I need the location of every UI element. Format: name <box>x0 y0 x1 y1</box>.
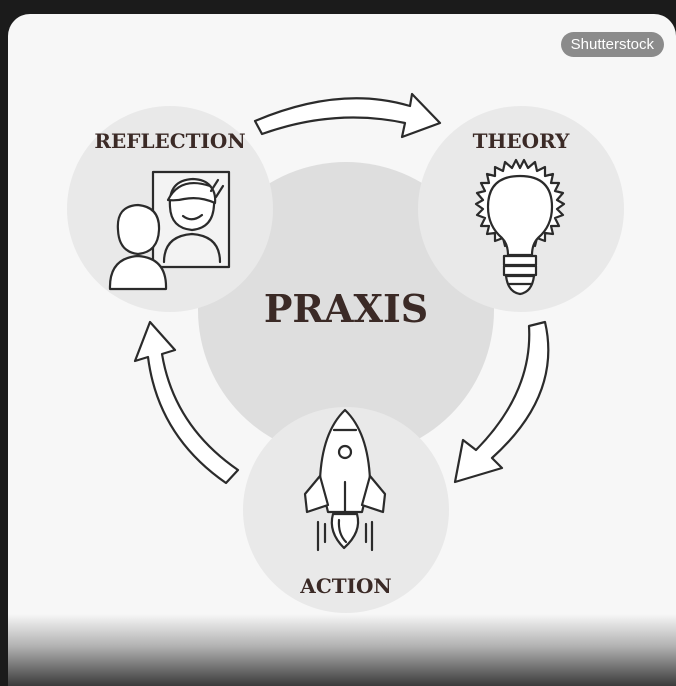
lightbulb-icon <box>474 158 566 296</box>
reflection-label: REFLECTION <box>94 129 245 153</box>
people-mirror-icon <box>108 170 231 291</box>
center-label: PRAXIS <box>264 286 428 331</box>
action-label: ACTION <box>299 574 391 598</box>
watermark-badge: Shutterstock <box>560 32 664 57</box>
center-circle <box>198 162 494 458</box>
bottom-fade <box>8 614 676 686</box>
arrow-action-to-reflection <box>133 320 240 485</box>
theory-label: THEORY <box>473 129 570 153</box>
arrow-theory-to-action <box>453 320 550 484</box>
rocket-icon <box>303 408 387 552</box>
arrow-reflection-to-theory <box>253 92 442 139</box>
